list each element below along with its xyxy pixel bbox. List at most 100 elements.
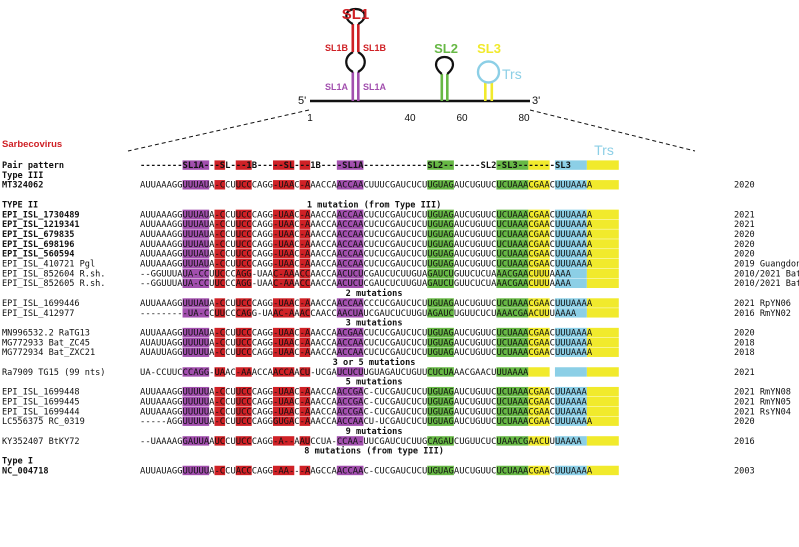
- pair-block: [235, 367, 252, 377]
- pair-block: [273, 180, 295, 190]
- pair-block: [496, 180, 529, 190]
- pair-block: [496, 327, 529, 338]
- row-label: TYPE II: [2, 200, 38, 210]
- pair-block: [586, 160, 619, 170]
- pair-block: [299, 268, 311, 279]
- pair-block: [554, 229, 587, 239]
- pair-block: [496, 239, 529, 249]
- row-tag: 2020: [734, 240, 755, 250]
- pair-block: [273, 347, 295, 357]
- pair-block: [427, 406, 454, 417]
- pair-block: [273, 258, 295, 269]
- pair-block: [299, 209, 311, 220]
- row-sequence: AUUAAAGGUUUAUA-CCUUCCCAGG-UAAC-AAACCAACC…: [140, 260, 593, 270]
- row-label: EPI_ISL_1219341: [2, 220, 80, 230]
- pair-block: [214, 396, 226, 407]
- pair-block: [528, 367, 550, 377]
- sl1a-right-label: SL1A: [363, 82, 387, 92]
- five-prime-label: 5': [298, 95, 306, 107]
- pair-block: [586, 209, 619, 220]
- axis-tick-label: 40: [404, 113, 416, 124]
- row-label: EPI_ISL_852604 R.sh.: [2, 269, 105, 279]
- pair-block: [182, 416, 210, 426]
- pair-block: [496, 229, 529, 239]
- pair-block: [299, 386, 311, 397]
- pair-block: [586, 239, 619, 249]
- pair-block: [273, 229, 295, 239]
- pair-block: [182, 396, 210, 407]
- pair-block: [427, 386, 454, 397]
- row-tag: 2003: [734, 466, 755, 476]
- row-sequence: AUUAUAGGUUUUUA-CCUACCCAGG-AA---AAGCCAACC…: [140, 466, 593, 476]
- pair-block: [273, 239, 295, 249]
- row-label: EPI_ISL_410721 Pgl: [2, 260, 95, 270]
- pair-block: [528, 436, 550, 446]
- row-tag: 2020: [734, 181, 755, 191]
- pair-block: [235, 436, 252, 446]
- row-tag: 2020: [734, 328, 755, 338]
- pair-block: [299, 337, 311, 348]
- pair-block: [427, 416, 454, 426]
- pair-block: [273, 386, 295, 397]
- pair-block: [182, 308, 210, 318]
- sl2-loop-icon: [435, 55, 454, 75]
- pair-block: [554, 278, 587, 288]
- pair-block: [336, 239, 364, 249]
- pair-block: [496, 278, 529, 288]
- pair-block: [214, 406, 226, 417]
- pair-block: [273, 396, 295, 407]
- pair-block: [586, 396, 619, 407]
- pair-block: [214, 239, 226, 249]
- pair-block: [427, 258, 454, 269]
- pair-block: [427, 160, 454, 170]
- pair-block: [336, 386, 364, 397]
- sl1a-left-label: SL1A: [325, 82, 349, 92]
- pair-block: [182, 229, 210, 239]
- pair-block: [235, 229, 252, 239]
- pair-block: [336, 249, 364, 259]
- pair-block: [336, 465, 364, 476]
- row-label: NC_004718: [2, 466, 49, 476]
- pair-block: [235, 327, 252, 338]
- pair-block: [496, 465, 529, 476]
- pair-block: [336, 180, 364, 190]
- pair-block: [528, 327, 550, 338]
- mutation-group-header: 3 mutations: [346, 318, 403, 329]
- pair-block: [273, 160, 295, 170]
- pair-block: [528, 180, 550, 190]
- pair-block: [182, 239, 210, 249]
- pair-block: [235, 396, 252, 407]
- pair-block: [528, 465, 550, 476]
- pair-block: [427, 298, 454, 308]
- pair-block: [336, 209, 364, 220]
- pair-block: [299, 219, 311, 229]
- sl1-title: SL1: [342, 6, 370, 23]
- pair-block: [214, 160, 226, 170]
- pair-block: [554, 160, 587, 170]
- pair-block: [336, 219, 364, 229]
- mutation-group-header: 2 mutations: [346, 288, 403, 299]
- pair-block: [182, 219, 210, 229]
- pair-block: [496, 347, 529, 357]
- pair-block: [235, 268, 252, 279]
- pair-block: [496, 268, 529, 279]
- row-sequence: AUUAAAGGUUUAUA-CCUUCCCAGG-UAAC-AAACCAACC…: [140, 240, 593, 250]
- row-tag: 2021: [734, 220, 755, 230]
- pair-block: [427, 239, 454, 249]
- pair-block: [299, 465, 311, 476]
- pair-block: [235, 258, 252, 269]
- pair-block: [554, 219, 587, 229]
- row-label: MG772933 Bat_ZC45: [2, 338, 90, 348]
- pair-block: [336, 327, 364, 338]
- row-sequence: --GGUUUAUA-CCUUCCCAGG-UAAC-AAACCAACCAACU…: [140, 269, 572, 279]
- pair-block: [528, 347, 550, 357]
- pair-block: [528, 258, 550, 269]
- pair-block: [336, 229, 364, 239]
- pair-block: [336, 278, 364, 288]
- pair-block: [586, 416, 619, 426]
- pair-block: [554, 180, 587, 190]
- sl3-stem-left: [484, 82, 487, 101]
- pair-block: [427, 396, 454, 407]
- sarbecovirus-label: Sarbecovirus: [2, 139, 62, 150]
- row-tag: 2020: [734, 250, 755, 260]
